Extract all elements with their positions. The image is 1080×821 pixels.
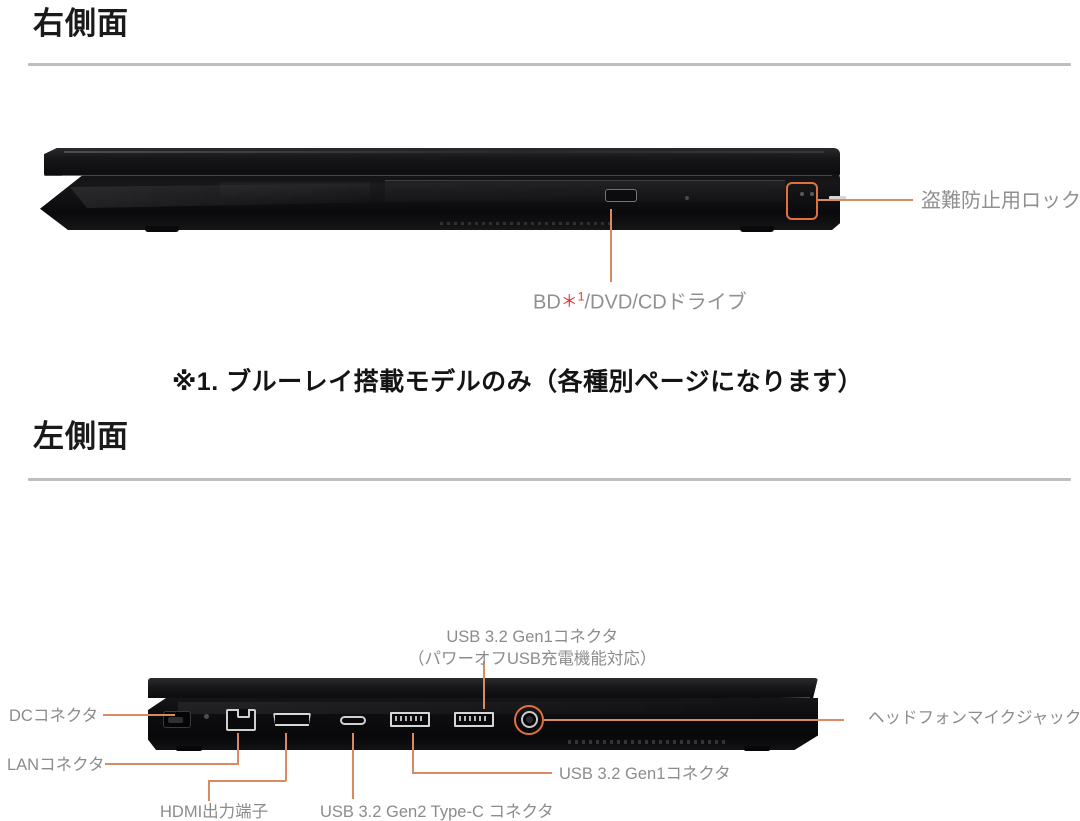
leader-line-usb-gen1-h (412, 772, 552, 774)
side-vent (440, 222, 610, 225)
optical-drive-label-prefix: BD (533, 291, 561, 314)
hdmi-output-port (273, 713, 311, 726)
usb-poweroff-line1: USB 3.2 Gen1コネクタ (446, 628, 619, 646)
footnote-bluray: ※1. ブルーレイ搭載モデルのみ（各種別ページになります） (172, 368, 864, 396)
callout-label-lan-connector: LANコネクタ (7, 756, 105, 774)
callout-label-usb-typec: USB 3.2 Gen2 Type-C コネクタ (320, 803, 554, 821)
indicator-pinhole (204, 714, 209, 719)
usb-a-port-2 (454, 712, 494, 727)
security-lock-highlight (786, 182, 818, 220)
leader-line-usb-gen1-v (412, 733, 414, 773)
base-shine (178, 702, 778, 714)
lid-highlight (64, 151, 824, 153)
leader-line-hdmi-v2 (285, 733, 287, 781)
leader-line-optical-drive (610, 209, 612, 282)
rubber-foot-right (744, 746, 770, 751)
leader-line-usb-poweroff (483, 661, 485, 709)
leader-line-hdmi-v1 (208, 781, 210, 801)
callout-label-headphone-jack: ヘッドフォンマイクジャック (868, 709, 1080, 727)
headphone-jack-highlight (514, 705, 544, 735)
callout-label-usb-poweroff: USB 3.2 Gen1コネクタ （パワーオフUSB充電機能対応） (408, 626, 656, 671)
leader-line-headphone-jack (544, 719, 844, 721)
callout-label-optical-drive: BD＊1/DVD/CDドライブ (533, 288, 747, 317)
divider-right-side (28, 63, 1071, 66)
security-lock-slot (829, 196, 846, 201)
leader-line-dc-connector (103, 714, 175, 716)
laptop-right-side-image (40, 148, 846, 248)
rubber-foot-left (176, 746, 202, 751)
leader-line-lan-connector-h (105, 763, 239, 765)
optical-drive-eject-button (605, 189, 637, 202)
rubber-foot-left (145, 226, 179, 232)
divider-left-side (28, 478, 1071, 481)
page-title-left-side: 左側面 (33, 419, 129, 454)
laptop-lid (44, 148, 840, 176)
leader-line-usb-typec (352, 733, 354, 799)
optical-drive-label-suffix: /DVD/CDドライブ (584, 291, 747, 314)
optical-drive-footnote-marker: ＊1 (560, 289, 585, 311)
lid-base-seam (62, 175, 832, 176)
leader-line-hdmi-h (208, 780, 286, 782)
lan-connector-port (226, 709, 256, 731)
leader-line-lan-connector-v (237, 733, 239, 764)
usb-type-c-port (340, 716, 366, 725)
status-leds (800, 192, 816, 196)
callout-label-security-lock: 盗難防止用ロック (921, 190, 1080, 212)
callout-label-dc-connector: DCコネクタ (9, 707, 99, 725)
page-title-right-side: 右側面 (33, 6, 129, 41)
rubber-foot-right (740, 226, 774, 232)
side-panel (220, 182, 370, 204)
optical-drive-emergency-pinhole (685, 196, 689, 200)
usb-poweroff-line2: （パワーオフUSB充電機能対応） (408, 650, 657, 669)
usb-a-port-1 (390, 712, 430, 727)
laptop-base (40, 174, 840, 230)
callout-label-hdmi-output: HDMI出力端子 (160, 803, 269, 821)
optical-drive-tray (385, 180, 785, 202)
side-vent (568, 740, 728, 744)
leader-line-security-lock (818, 199, 913, 201)
callout-label-usb-gen1: USB 3.2 Gen1コネクタ (559, 765, 731, 783)
